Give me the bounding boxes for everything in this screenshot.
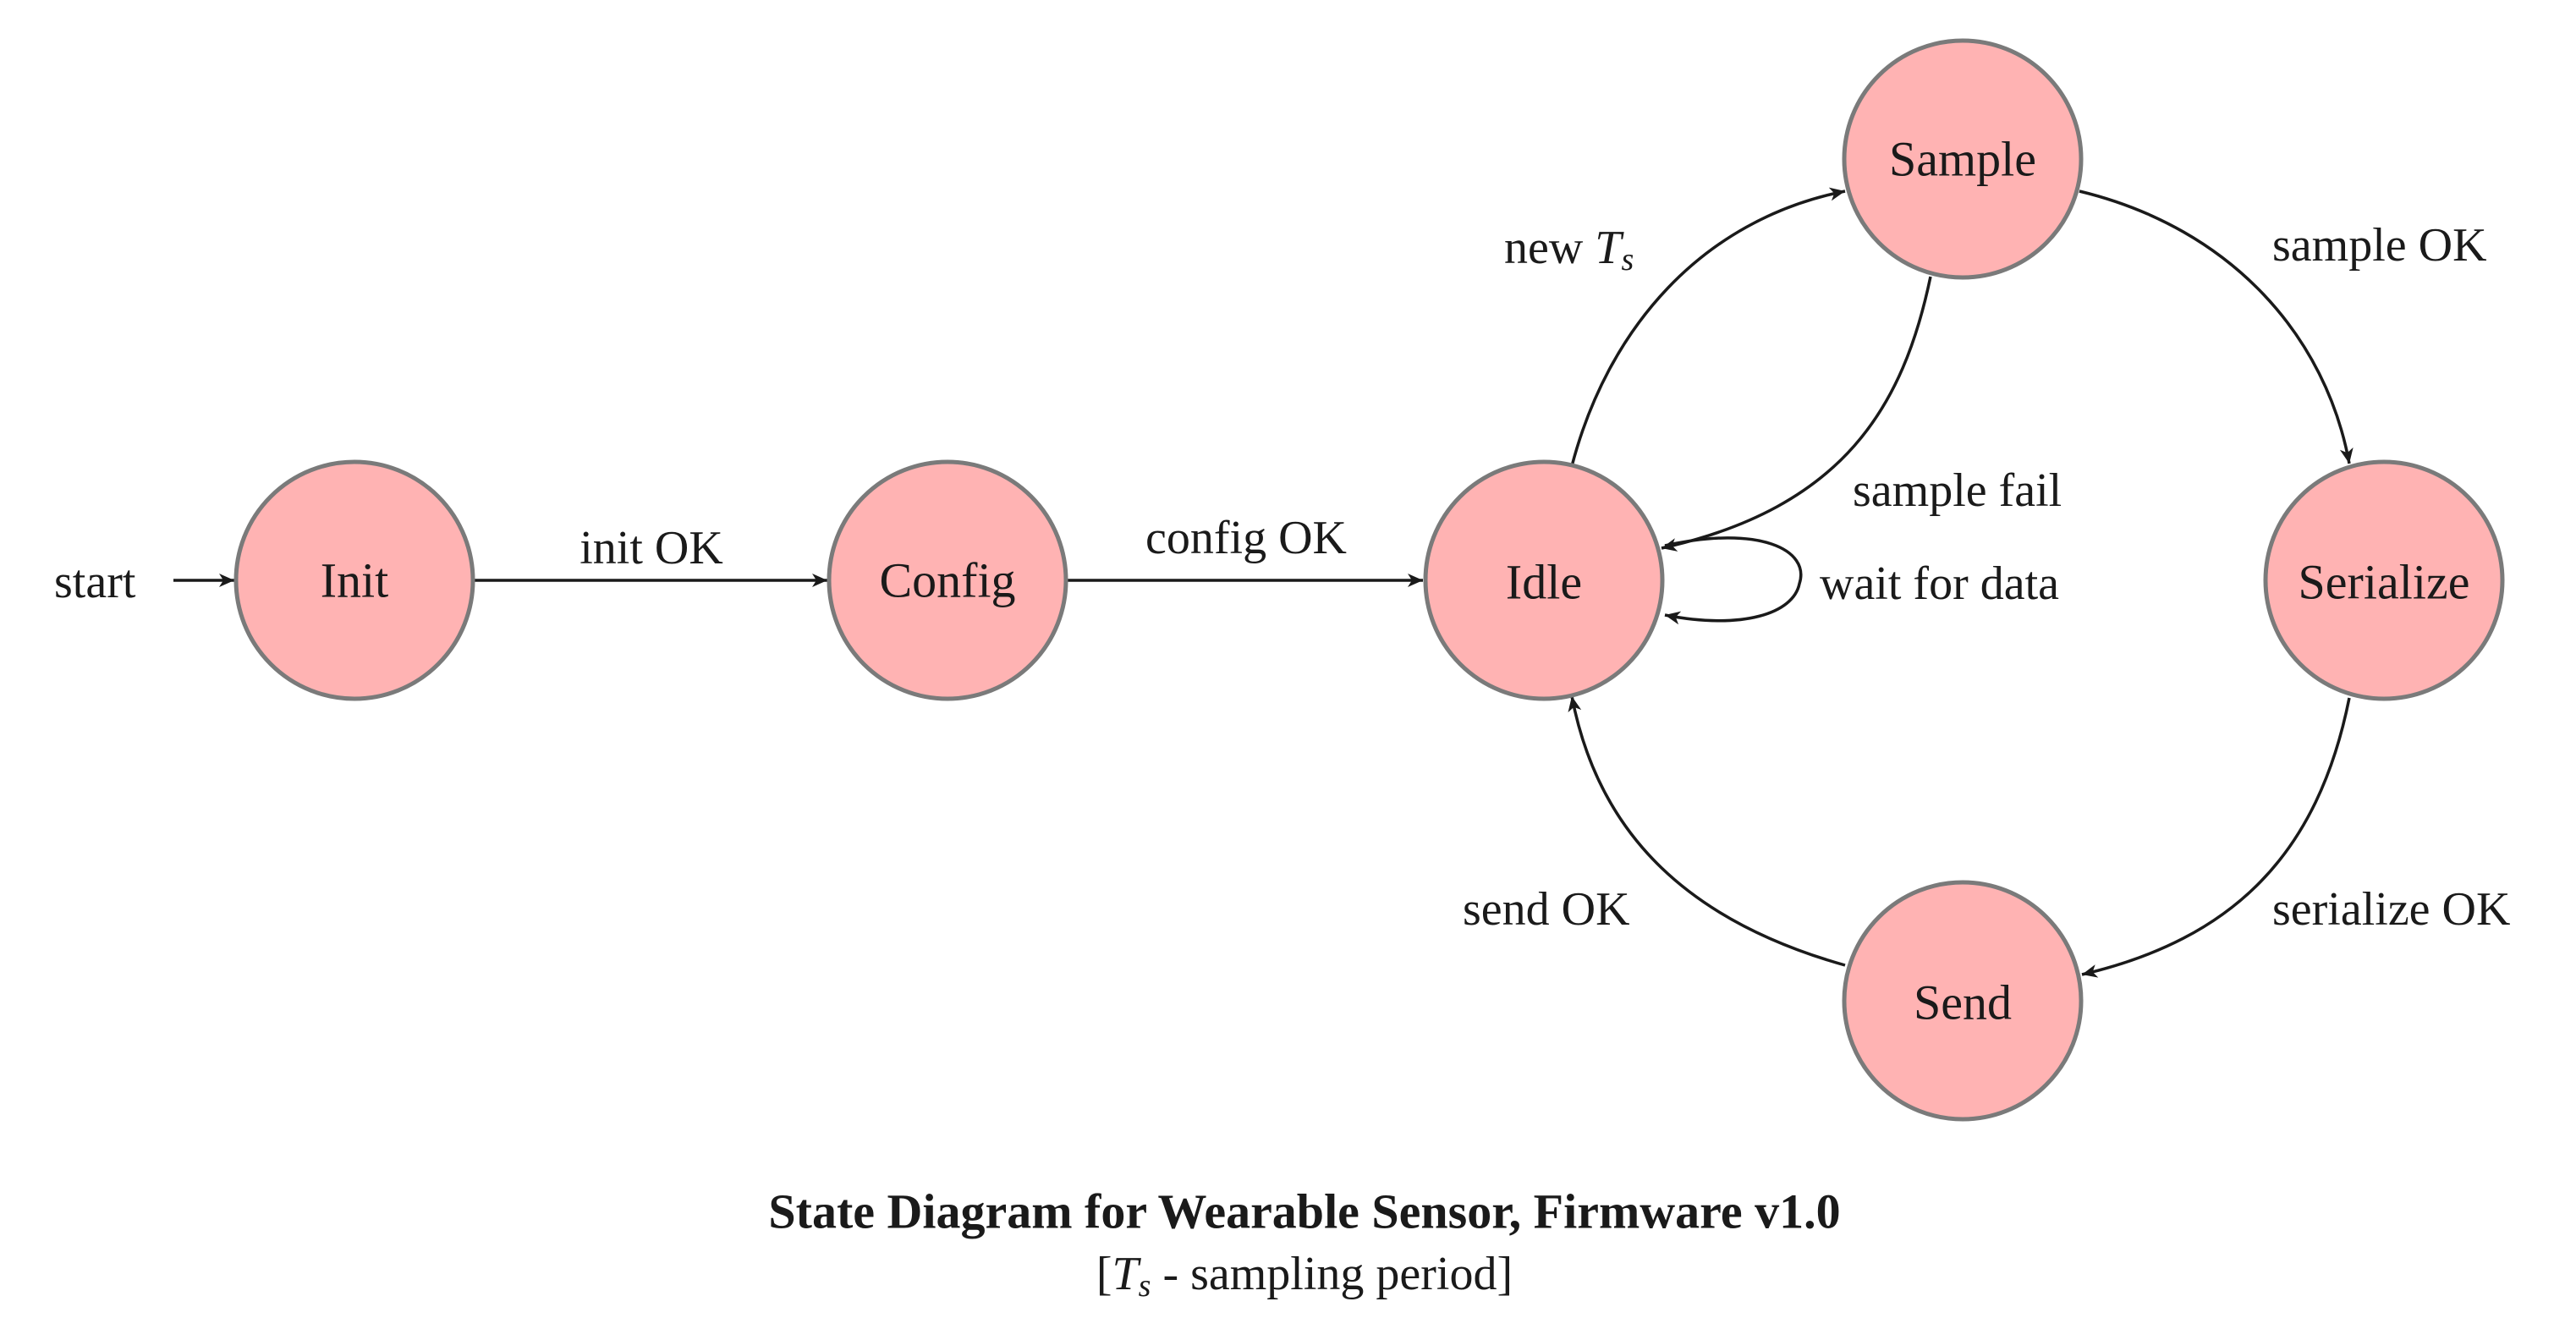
state-init-label: Init [321,553,389,608]
edge-label-wait-for-data: wait for data [1820,557,2059,610]
edge-sample-idle-fail [1661,276,1932,552]
edge-idle-sample [1570,187,1846,467]
edge-idle-self-loop [1664,536,1803,625]
state-config[interactable]: Config [827,459,1068,701]
edge-serialize-send [2081,697,2351,978]
state-sample-label: Sample [1889,132,2036,187]
state-serialize-label: Serialize [2299,555,2470,610]
caption-title: State Diagram for Wearable Sensor, Firmw… [768,1184,1840,1239]
edges [173,187,2354,978]
edge-label-sample-fail: sample fail [1853,464,2062,517]
caption-subtitle: [Ts - sampling period] [1096,1248,1513,1304]
state-init[interactable]: Init [233,459,475,701]
state-send-label: Send [1914,975,2012,1030]
state-serialize[interactable]: Serialize [2263,459,2505,701]
edge-label-send-ok: send OK [1463,883,1630,936]
edge-label-sample-ok: sample OK [2272,219,2487,272]
nodes: Init Config Idle Sample Serialize Send [233,38,2505,1122]
state-send[interactable]: Send [1842,880,2084,1122]
edge-label-new-ts: new Ts [1504,222,1634,277]
edge-send-idle [1568,695,1846,967]
edge-label-serialize-ok: serialize OK [2272,883,2510,936]
caption: State Diagram for Wearable Sensor, Firmw… [768,1184,1840,1304]
edge-label-init-ok: init OK [579,522,723,574]
state-idle[interactable]: Idle [1423,459,1665,701]
start-label: start [54,556,136,608]
edge-labels: start init OK config OK new Ts sample OK… [54,219,2510,936]
state-idle-label: Idle [1506,555,1582,610]
edge-label-config-ok: config OK [1145,512,1347,564]
state-sample[interactable]: Sample [1842,38,2084,280]
edge-sample-serialize [2079,189,2354,464]
state-config-label: Config [879,553,1015,608]
